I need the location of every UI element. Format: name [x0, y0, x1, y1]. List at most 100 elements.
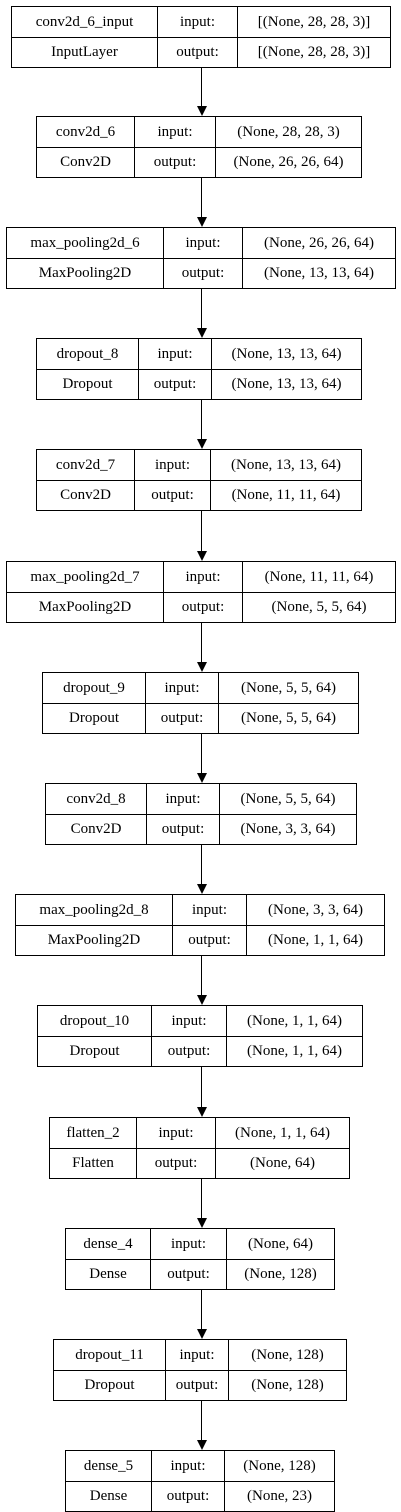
column-divider: [215, 117, 216, 177]
layer-name: dropout_11: [75, 1346, 144, 1363]
layer-name: conv2d_7: [55, 456, 116, 473]
row-divider: [66, 1259, 334, 1260]
arrow-head-icon: [196, 773, 207, 783]
output-label: output:: [153, 154, 197, 170]
column-divider: [134, 117, 135, 177]
output-shape: (None, 5, 5, 64): [271, 599, 367, 615]
input-label: input:: [170, 1235, 206, 1252]
column-divider: [134, 450, 135, 510]
input-shape: (None, 5, 5, 64): [240, 790, 336, 807]
output-shape: (None, 23): [247, 1488, 312, 1504]
arrow-head-icon: [196, 217, 207, 227]
output-label: output:: [153, 376, 197, 392]
row-divider: [37, 147, 361, 148]
input-shape: [(None, 28, 28, 3)]: [257, 13, 371, 30]
layer-type: Dense: [89, 1488, 128, 1504]
input-shape: (None, 3, 3, 64): [268, 901, 363, 918]
input-shape: (None, 13, 13, 64): [231, 456, 341, 473]
input-label: input:: [185, 568, 221, 585]
row-divider: [16, 925, 384, 926]
layer-type: Flatten: [72, 1155, 114, 1171]
layer-type: InputLayer: [51, 44, 118, 60]
arrow-head-icon: [196, 662, 207, 672]
input-label: input:: [191, 901, 227, 918]
column-divider: [146, 784, 147, 844]
layer-name: flatten_2: [66, 1124, 120, 1141]
column-divider: [145, 673, 146, 733]
output-label: output:: [154, 1155, 198, 1171]
column-divider: [165, 1340, 166, 1400]
arrow-head-icon: [196, 328, 207, 338]
column-divider: [211, 339, 212, 399]
layer-type: MaxPooling2D: [47, 932, 141, 948]
arrow-head-icon: [196, 1329, 207, 1339]
output-shape: (None, 11, 11, 64): [231, 487, 341, 503]
input-label: input:: [171, 1012, 207, 1029]
layer-type: MaxPooling2D: [38, 599, 132, 615]
layer-type: Dropout: [69, 1043, 120, 1059]
layer-type: Dense: [89, 1266, 127, 1282]
row-divider: [7, 592, 395, 593]
column-divider: [163, 562, 164, 622]
input-label: input:: [165, 790, 201, 807]
arrow-head-icon: [196, 551, 207, 561]
output-shape: (None, 13, 13, 64): [264, 265, 374, 281]
column-divider: [151, 1451, 152, 1511]
layer-type: Dropout: [62, 376, 113, 392]
column-divider: [136, 1118, 137, 1178]
layer-type: MaxPooling2D: [38, 265, 132, 281]
output-shape: (None, 1, 1, 64): [247, 1043, 342, 1059]
layer-type: Conv2D: [60, 487, 111, 503]
input-label: input:: [179, 13, 215, 30]
column-divider: [210, 450, 211, 510]
input-label: input:: [170, 1457, 206, 1474]
output-shape: (None, 5, 5, 64): [241, 710, 336, 726]
input-shape: (None, 128): [243, 1457, 316, 1474]
output-label: output:: [181, 599, 225, 615]
column-divider: [237, 7, 238, 67]
output-label: output:: [166, 1488, 210, 1504]
column-divider: [224, 1451, 225, 1511]
column-divider: [242, 562, 243, 622]
layer-name: max_pooling2d_8: [39, 901, 149, 918]
output-shape: (None, 13, 13, 64): [231, 376, 342, 392]
row-divider: [12, 37, 390, 38]
output-shape: (None, 1, 1, 64): [268, 932, 363, 948]
output-label: output:: [160, 710, 204, 726]
layer-type: Dropout: [69, 710, 119, 726]
output-shape: (None, 128): [251, 1377, 324, 1393]
output-shape: (None, 26, 26, 64): [233, 154, 344, 170]
column-divider: [215, 1118, 216, 1178]
column-divider: [150, 1229, 151, 1289]
output-label: output:: [176, 44, 219, 60]
input-label: input:: [154, 456, 190, 473]
column-divider: [138, 339, 139, 399]
output-shape: (None, 128): [244, 1266, 317, 1282]
arrow-head-icon: [196, 439, 207, 449]
row-divider: [37, 369, 361, 370]
layer-name: max_pooling2d_6: [30, 234, 140, 251]
layer-type: Conv2D: [60, 154, 111, 170]
output-label: output:: [175, 1377, 219, 1393]
layer-type: Dropout: [84, 1377, 135, 1393]
row-divider: [37, 480, 361, 481]
column-divider: [246, 895, 247, 955]
output-shape: [(None, 28, 28, 3)]: [257, 44, 371, 60]
column-divider: [219, 784, 220, 844]
column-divider: [157, 7, 158, 67]
layer-name: dropout_8: [56, 345, 119, 362]
output-label: output:: [161, 821, 205, 837]
layer-name: dropout_9: [63, 679, 125, 696]
output-label: output:: [188, 932, 231, 948]
input-label: input:: [157, 345, 193, 362]
